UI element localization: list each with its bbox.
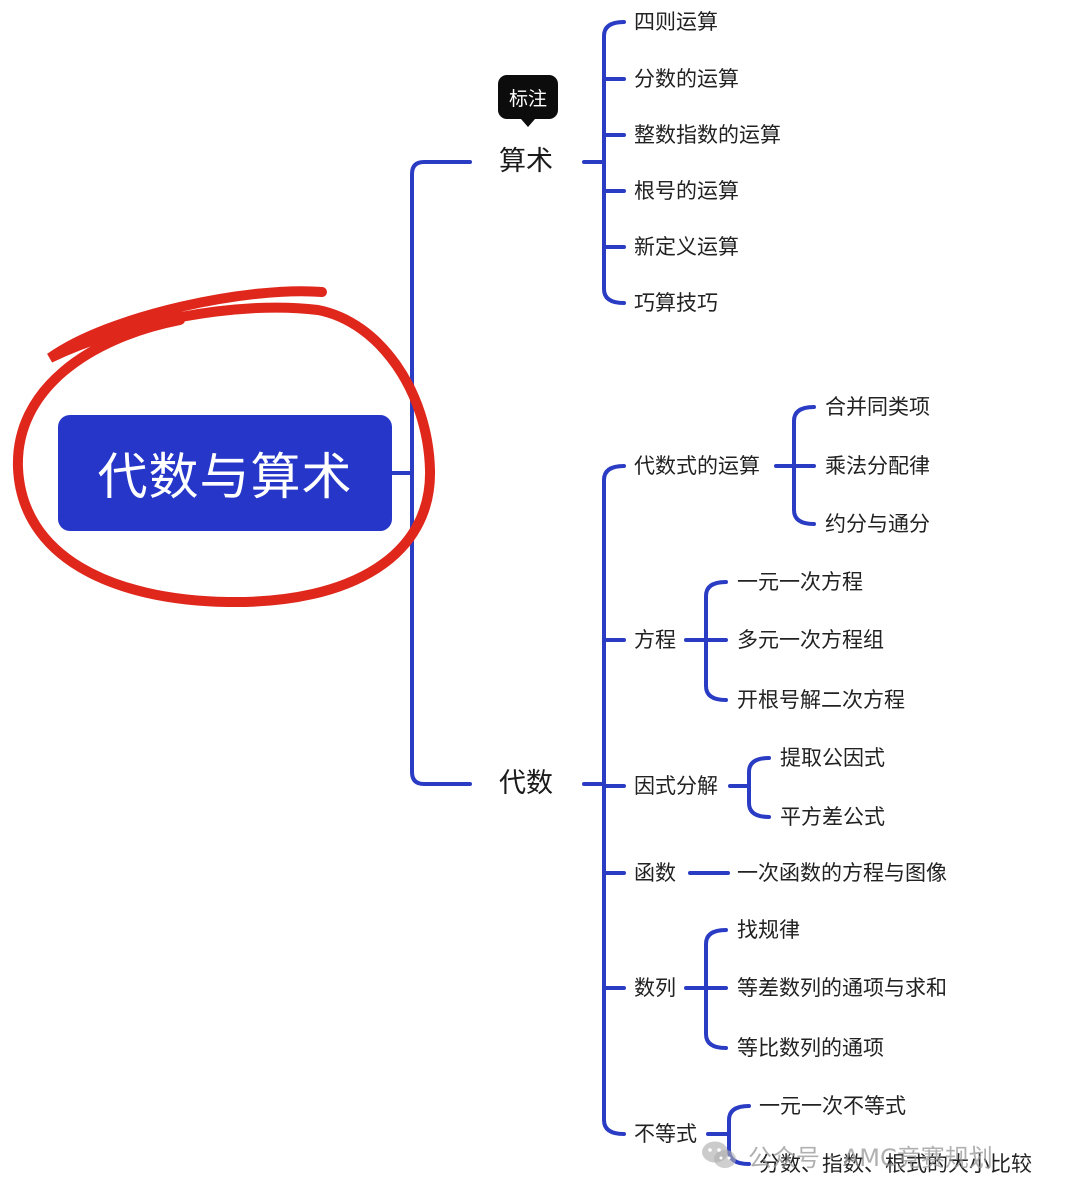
node-arithmetic-3[interactable]: 整数指数的运算 xyxy=(634,123,781,147)
node-expr-3[interactable]: 约分与通分 xyxy=(825,512,930,536)
root-node-label: 代数与算术 xyxy=(97,448,353,506)
watermark-text: 公众号 · AMC竞赛规划 xyxy=(748,1143,993,1172)
node-ineq-1[interactable]: 一元一次不等式 xyxy=(759,1094,906,1118)
node-func-1[interactable]: 一次函数的方程与图像 xyxy=(737,861,947,885)
node-arithmetic-4[interactable]: 根号的运算 xyxy=(634,179,739,203)
node-factorization[interactable]: 因式分解 xyxy=(634,774,718,798)
node-seq-1[interactable]: 找规律 xyxy=(737,918,800,942)
node-algebraic-expressions[interactable]: 代数式的运算 xyxy=(634,454,760,478)
root-node[interactable]: 代数与算术 xyxy=(58,415,392,531)
connector-arithmetic-bracket xyxy=(602,20,626,305)
node-seq-3[interactable]: 等比数列的通项 xyxy=(737,1036,884,1060)
node-factor-1[interactable]: 提取公因式 xyxy=(780,746,885,770)
node-arithmetic-5[interactable]: 新定义运算 xyxy=(634,235,739,259)
node-expr-1[interactable]: 合并同类项 xyxy=(825,395,930,419)
node-equations[interactable]: 方程 xyxy=(634,628,676,652)
node-factor-2[interactable]: 平方差公式 xyxy=(780,805,885,829)
node-functions[interactable]: 函数 xyxy=(634,861,676,885)
node-arithmetic-6[interactable]: 巧算技巧 xyxy=(634,291,718,315)
wechat-icon xyxy=(702,1141,736,1168)
connector-root-spine xyxy=(410,160,472,786)
node-eq-3[interactable]: 开根号解二次方程 xyxy=(737,688,905,712)
node-seq-2[interactable]: 等差数列的通项与求和 xyxy=(737,976,947,1000)
node-sequences[interactable]: 数列 xyxy=(634,976,676,1000)
node-arithmetic-2[interactable]: 分数的运算 xyxy=(634,67,739,91)
node-expr-2[interactable]: 乘法分配律 xyxy=(825,454,930,478)
callout-tag[interactable]: 标注 xyxy=(498,75,558,127)
node-arithmetic[interactable]: 算术 xyxy=(499,146,553,177)
node-eq-2[interactable]: 多元一次方程组 xyxy=(737,628,884,652)
highlight-circle xyxy=(12,286,436,608)
node-algebra[interactable]: 代数 xyxy=(499,768,553,799)
node-eq-1[interactable]: 一元一次方程 xyxy=(737,570,863,594)
watermark: 公众号 · AMC竞赛规划 xyxy=(700,1138,993,1172)
callout-label: 标注 xyxy=(508,87,547,110)
node-arithmetic-1[interactable]: 四则运算 xyxy=(634,10,718,34)
node-inequalities[interactable]: 不等式 xyxy=(634,1122,697,1146)
connector-algebra-bracket xyxy=(602,464,626,1136)
node-ineq-2[interactable]: 分数、指数、根式的大小比较 xyxy=(759,1152,1032,1176)
